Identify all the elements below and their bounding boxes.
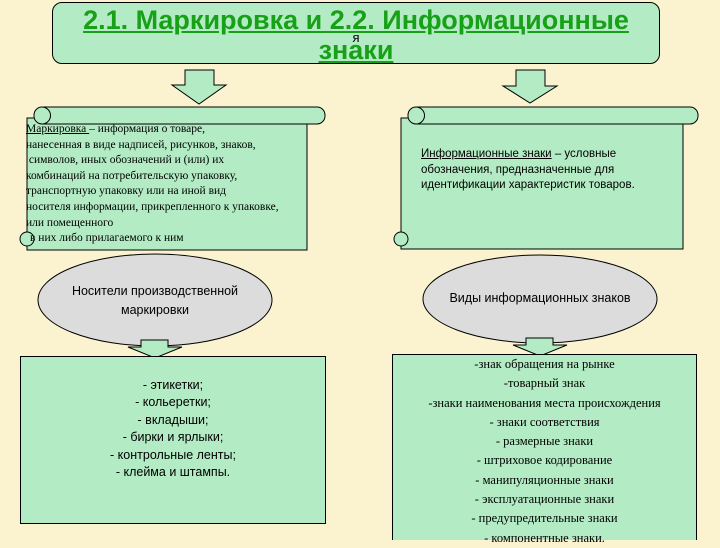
list-item: - эксплуатационные знаки bbox=[474, 492, 615, 507]
info-signs-list-box: -знак обращения на рынке -товарный знак … bbox=[392, 354, 697, 545]
list-item: - знаки соответствия bbox=[489, 414, 600, 429]
list-item: - предупредительные знаки bbox=[471, 511, 618, 526]
list-item: - клейма и штампы. bbox=[115, 465, 231, 480]
left-oval-line-2: маркировки bbox=[121, 303, 189, 317]
carriers-list-box: - этикетки; - кольеретки; - вкладыши; - … bbox=[20, 356, 326, 524]
left-oval-line-1: Носители производственной bbox=[71, 284, 239, 298]
left-oval-label: Носители производственной маркировки bbox=[44, 282, 266, 320]
marking-def-line-2: символов, иных обозначений и (или) их bbox=[26, 154, 225, 167]
list-item: - штриховое кодирование bbox=[476, 453, 613, 468]
right-oval-label: Виды информационных знаков bbox=[449, 291, 631, 305]
arrow-down-left bbox=[170, 69, 228, 105]
list-item: - компонентные знаки. bbox=[484, 530, 605, 545]
title-line-1: 2.1. Маркировка и 2.2. Информационные bbox=[83, 5, 629, 35]
title-line-2: знаки bbox=[318, 35, 394, 65]
list-item: - размерные знаки bbox=[495, 434, 594, 449]
arrow-down-left-lower bbox=[127, 339, 183, 359]
info-definition: Информационные знаки – условные обозначе… bbox=[421, 147, 681, 194]
list-item: - кольеретки; bbox=[135, 395, 211, 410]
list-item: - манипуляционные знаки bbox=[475, 472, 614, 487]
list-item: -знак обращения на рынке bbox=[474, 357, 615, 371]
marking-def-line-7: в них либо прилагаемого к ним bbox=[30, 232, 184, 245]
list-item: -знаки наименования места происхождения bbox=[428, 395, 661, 410]
list-item: - вкладыши; bbox=[137, 412, 209, 427]
arrow-down-right bbox=[501, 69, 559, 104]
marking-def-line-0: – информация о товаре, bbox=[89, 123, 206, 135]
list-item: - бирки и ярлыки; bbox=[122, 430, 224, 445]
marking-def-line-5: носителя информации, прикрепленного к уп… bbox=[26, 200, 279, 213]
info-scroll bbox=[393, 106, 699, 250]
marking-definition: Маркировка – информация о товаре, нанесе… bbox=[26, 122, 279, 247]
list-item: -товарный знак bbox=[503, 376, 586, 391]
list-item: - этикетки; bbox=[142, 378, 204, 392]
title-banner: 2.1. Маркировка и 2.2. Информационные я … bbox=[52, 2, 660, 65]
marking-def-line-4: транспортную упаковку или на иной вид bbox=[26, 185, 226, 198]
arrow-down-right-lower bbox=[512, 337, 568, 357]
marking-def-line-1: нанесенная в виде надписей, рисунков, зн… bbox=[26, 138, 256, 151]
title-stray-char: я bbox=[352, 30, 360, 45]
marking-def-line-3: комбинаций на потребительскую упаковку, bbox=[26, 169, 238, 182]
marking-scroll bbox=[19, 106, 326, 251]
marking-def-line-6: или помещенного bbox=[26, 216, 114, 229]
info-def-text: – условные обозначения, предназначенные … bbox=[421, 148, 635, 191]
list-item: - контрольные ленты; bbox=[110, 447, 236, 462]
info-term: Информационные знаки bbox=[421, 148, 552, 160]
marking-term: Маркировка bbox=[26, 123, 90, 135]
